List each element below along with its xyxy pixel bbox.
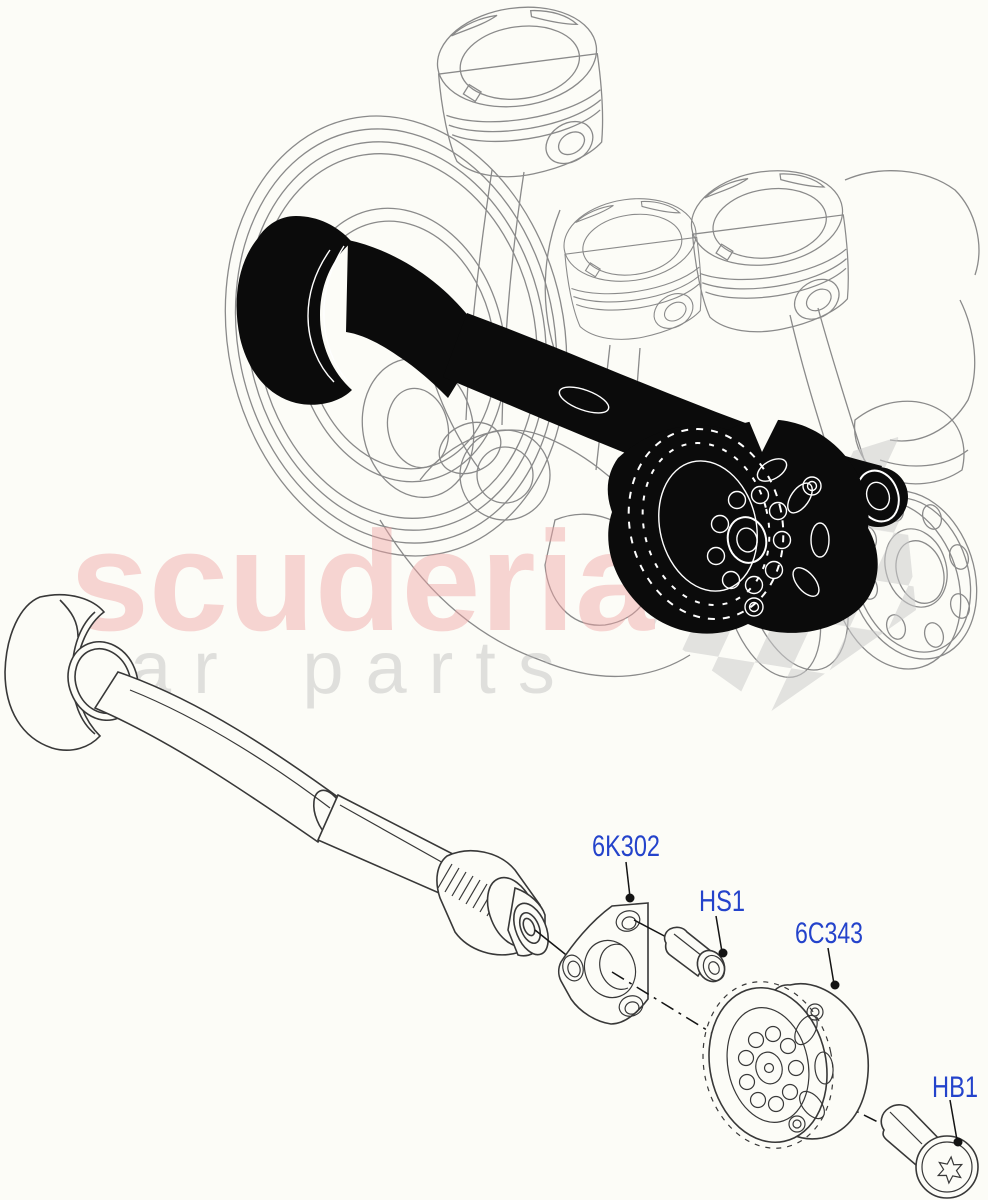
part-label-hs1[interactable]: HS1 bbox=[699, 885, 745, 918]
watermark-brand: scuderia bbox=[70, 502, 655, 661]
sprocket-6c343 bbox=[702, 981, 869, 1149]
axis-line-shaft-to-plate bbox=[534, 929, 571, 959]
screw-hs1 bbox=[663, 926, 726, 983]
part-label-hb1[interactable]: HB1 bbox=[932, 1071, 978, 1104]
balance-shaft-highlighted bbox=[236, 216, 908, 634]
part-labels: 6K302 HS1 6C343 HB1 bbox=[592, 830, 978, 1104]
sprocket-highlight-detail bbox=[627, 428, 830, 620]
balance-shaft-body bbox=[4, 593, 482, 905]
balance-shaft-splined-gear bbox=[436, 849, 549, 957]
bolt-hb1 bbox=[880, 1104, 979, 1199]
part-label-6c343[interactable]: 6C343 bbox=[795, 917, 863, 950]
axis-line-plate-to-hs1 bbox=[633, 919, 671, 940]
label-leaders bbox=[625, 861, 963, 1147]
balance-shaft-exploded bbox=[4, 593, 549, 957]
torx-socket bbox=[936, 1155, 964, 1185]
sprocket-hub-holes bbox=[737, 1003, 834, 1133]
part-label-6k302[interactable]: 6K302 bbox=[592, 830, 660, 863]
mounting-plate-6k302 bbox=[557, 902, 649, 1025]
